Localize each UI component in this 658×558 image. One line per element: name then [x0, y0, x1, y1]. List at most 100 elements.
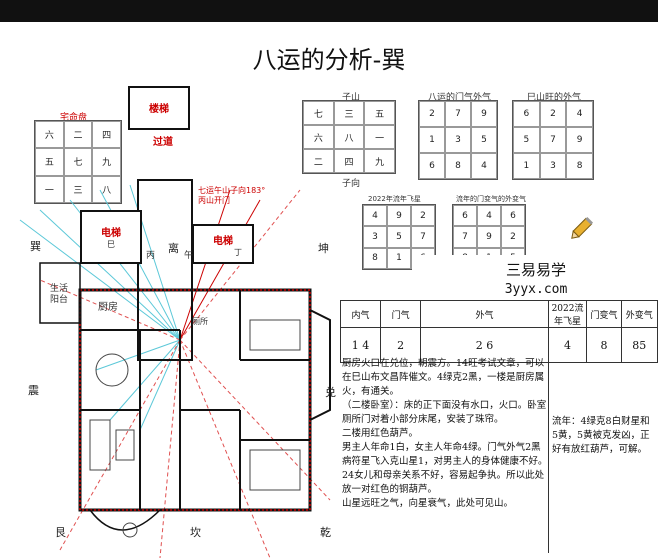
mountain-chart-label: 子山	[342, 93, 361, 103]
direction-xun: 巽	[30, 240, 41, 253]
door-change-cell: 6	[501, 205, 525, 227]
bathroom-label: 厕所	[192, 317, 208, 326]
balcony-label: 生活 阳台	[50, 284, 69, 305]
siqi-cell: 6	[513, 101, 540, 127]
direction-kun: 坤	[318, 242, 329, 255]
annual-label: 2022年流年飞星	[368, 195, 421, 203]
siqi-cell: 2	[539, 101, 567, 127]
wu-label: 午	[184, 251, 194, 261]
direction-gen: 艮	[55, 526, 66, 539]
mountain-cell: 七	[303, 101, 334, 125]
page-title: 八运的分析-巽	[252, 46, 406, 74]
siqi-cell: 1	[513, 153, 540, 179]
mountain-cell: 六	[303, 125, 334, 149]
top-bar	[0, 0, 658, 22]
door-qi-cell: 2	[419, 101, 445, 127]
door-qi-cell: 8	[445, 153, 471, 179]
note-paragraph: 二楼用红色葫芦。	[342, 428, 419, 439]
table-header: 外变气	[620, 300, 658, 328]
annual-cell: 9	[387, 205, 411, 227]
house-cell: 一	[35, 175, 64, 203]
direction-li: 离	[168, 242, 179, 255]
direction-kan: 坎	[190, 526, 201, 539]
door-qi-cell: 4	[471, 153, 497, 179]
direction-zhen: 震	[28, 384, 39, 397]
mountain-chart: 七 三 五 六 八 一 二 四 九	[302, 100, 396, 174]
house-chart-label: 宅命盘	[60, 113, 88, 123]
table-cell: 4	[547, 327, 588, 363]
table-header: 外气	[420, 300, 549, 328]
siqi-cell: 4	[566, 101, 593, 127]
annual-cell: 1	[387, 247, 411, 269]
floor-plan	[19, 179, 331, 558]
direction-dui: 兑	[325, 386, 336, 399]
table-header: 门气	[380, 300, 422, 328]
table-header: 门变气	[586, 300, 622, 328]
mountain-cell: 三	[333, 101, 365, 125]
annual-cell: 3	[363, 226, 387, 248]
door-qi-cell: 7	[445, 101, 471, 127]
house-cell: 三	[63, 175, 93, 203]
door-change-cell: 4	[477, 205, 501, 227]
house-chart: 六 二 四 五 七 九 一 三 八	[34, 120, 122, 204]
direction-qian: 乾	[320, 526, 331, 539]
door-qi-cell: 3	[445, 127, 471, 153]
mountain-cell: 二	[303, 149, 334, 173]
analysis-table: 内气 门气 外气 2022流年飞星 门变气 外变气 1 4 2 2 6 4 8 …	[339, 300, 658, 363]
mountain-cell: 九	[364, 149, 395, 173]
house-cell: 二	[63, 121, 93, 149]
mountain-cell: 四	[333, 149, 365, 173]
house-cell: 四	[92, 121, 121, 149]
siqi-cell: 3	[539, 153, 567, 179]
house-cell: 九	[92, 148, 121, 176]
door-qi-cell: 9	[471, 101, 497, 127]
elevator-right-box: 电梯 丁	[192, 224, 254, 264]
annual-cell: 4	[363, 205, 387, 227]
mountain-cell: 八	[333, 125, 365, 149]
siqi-cell: 8	[566, 153, 593, 179]
house-cell: 七	[63, 148, 93, 176]
siqi-cell: 5	[513, 127, 540, 153]
kitchen-label: 厨房	[98, 302, 118, 313]
door-change-cell: 9	[477, 226, 501, 248]
door-change-cell: 2	[501, 226, 525, 248]
stairs-box: 楼梯	[128, 86, 190, 130]
mountain-cell: 一	[364, 125, 395, 149]
door-qi-cell: 1	[419, 127, 445, 153]
annual-cell: 7	[411, 226, 435, 248]
corridor-label: 过道	[153, 137, 173, 148]
table-cell: 2	[380, 327, 422, 363]
table-header: 2022流年飞星	[547, 300, 588, 328]
house-cell: 五	[35, 148, 64, 176]
door-qi-cell: 5	[471, 127, 497, 153]
table-cell: 85	[620, 327, 658, 363]
door-change-label: 流年的门变气的外变气	[456, 195, 526, 203]
annual-cell: 5	[387, 226, 411, 248]
note-paragraph: 男主人年命1白，女主人年命4绿。门气外气2黑病符星飞入克山星1，对男主人的身体健…	[342, 442, 548, 495]
table-cell: 2 6	[420, 327, 549, 363]
elevator-left-box: 电梯 巳	[80, 210, 142, 264]
annotation: 七运午山子向183° 丙山开门	[198, 186, 266, 205]
side-note: 流年：4绿克8白财星和5黄，5黄被克发凶，正好有放红葫芦，可解。	[552, 416, 650, 455]
mountain-chart-footer: 子向	[342, 179, 361, 189]
annual-cell: 2	[411, 205, 435, 227]
siqi-cell: 7	[539, 127, 567, 153]
door-change-cell: 7	[453, 226, 477, 248]
siqi-cell: 9	[566, 127, 593, 153]
note-paragraph: 山星远旺之气，向星衰气，此处可见山。	[342, 498, 514, 509]
note-paragraph: （二楼卧室）：床的正下面没有水口，火口。卧室厕所门对着小部分床尾，安装了珠帘。	[342, 400, 547, 425]
bing-label: 丙	[146, 251, 156, 261]
brand-url: 3yyx.com	[504, 282, 568, 297]
annual-cell: 8	[363, 247, 387, 269]
note-paragraph: 厨房火口在兑位，朝震方。14旺考试文章，可以在巳山布文昌阵催文。4绿克2黑，一楼…	[342, 358, 545, 397]
house-cell: 六	[35, 121, 64, 149]
analysis-notes: 厨房火口在兑位，朝震方。14旺考试文章，可以在巳山布文昌阵催文。4绿克2黑，一楼…	[342, 357, 549, 553]
table-header: 内气	[339, 300, 382, 328]
table-cell: 8	[586, 327, 622, 363]
brand-watermark: 三易易学 3yyx.com	[412, 255, 658, 303]
door-change-cell: 6	[453, 205, 477, 227]
mountain-cell: 五	[364, 101, 395, 125]
brand-name: 三易易学	[505, 261, 566, 279]
